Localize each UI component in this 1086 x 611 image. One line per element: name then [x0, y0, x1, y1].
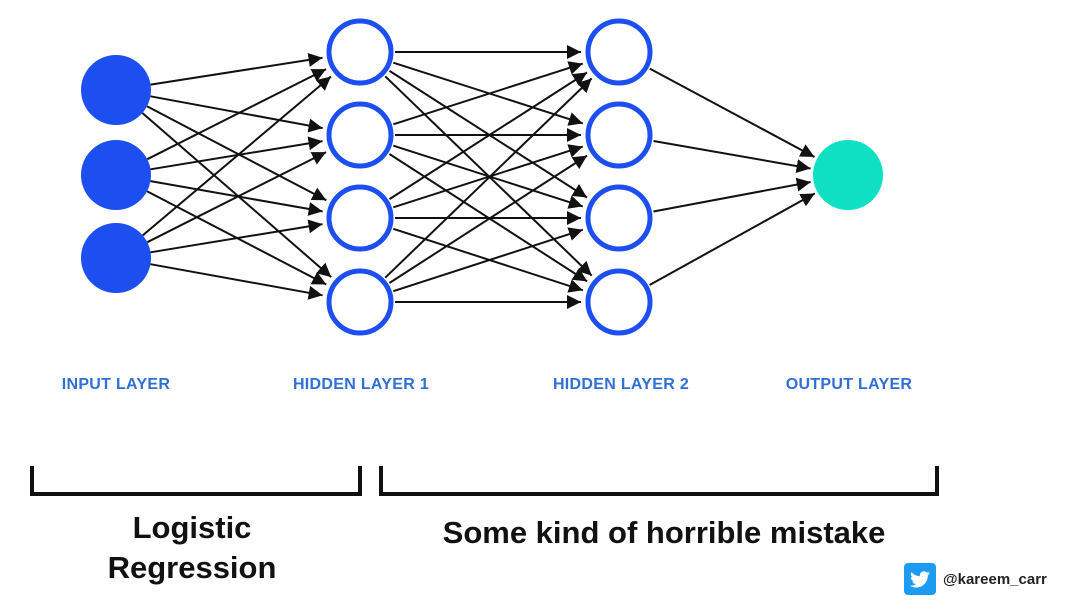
logistic-regression-bracket [30, 466, 362, 496]
hidden-layer-1-label: HIDDEN LAYER 1 [292, 376, 430, 393]
hidden-layer-2-label: HIDDEN LAYER 2 [552, 376, 690, 393]
edge-input-3-to-hidden1-1 [142, 75, 332, 237]
caption-line-1: Logistic [132, 510, 252, 545]
horrible-mistake-caption: Some kind of horrible mistake [442, 515, 886, 550]
hidden2-node-3 [585, 184, 653, 252]
edge-input-1-to-hidden1-3 [146, 105, 327, 202]
edge-hidden1-4-to-hidden2-2 [388, 154, 588, 284]
watermark: @kareem_carr [904, 563, 1047, 595]
edge-hidden1-2-to-hidden2-1 [392, 61, 584, 126]
output-layer-label: OUTPUT LAYER [785, 376, 913, 393]
edge-input-2-to-hidden1-1 [146, 68, 327, 161]
hidden1-node-4 [326, 268, 394, 336]
input-node-3 [81, 223, 151, 293]
output-node-1 [813, 140, 883, 210]
edge-hidden2-1-to-output-1 [649, 67, 815, 158]
edge-hidden1-4-to-hidden2-3 [392, 227, 584, 293]
edge-input-3-to-hidden1-4 [150, 263, 323, 300]
edge-hidden2-4-to-output-1 [649, 192, 816, 286]
caption-line-2: Regression [107, 550, 277, 585]
twitter-handle: @kareem_carr [943, 570, 1047, 588]
hidden1-node-2 [326, 101, 394, 169]
edge-hidden2-2-to-output-1 [653, 140, 811, 173]
edge-input-1-to-hidden1-4 [141, 112, 332, 278]
network-nodes [81, 18, 883, 336]
input-node-1 [81, 55, 151, 125]
edge-hidden1-4-to-hidden2-1 [384, 77, 593, 279]
input-layer-label: INPUT LAYER [61, 376, 171, 393]
edge-input-1-to-hidden1-2 [150, 95, 323, 133]
horrible-mistake-bracket [379, 466, 939, 496]
hidden1-node-3 [326, 184, 394, 252]
edge-input-3-to-hidden1-2 [146, 151, 327, 244]
logistic-regression-caption: Logistic Regression [62, 508, 322, 588]
connection-edges [141, 45, 816, 309]
edge-hidden1-3-to-hidden2-1 [388, 71, 588, 200]
edge-hidden2-3-to-output-1 [653, 177, 811, 213]
edge-input-1-to-hidden1-1 [150, 53, 323, 86]
hidden2-node-4 [585, 268, 653, 336]
edge-input-3-to-hidden1-3 [150, 219, 323, 254]
input-node-2 [81, 140, 151, 210]
hidden2-node-1 [585, 18, 653, 86]
hidden2-node-2 [585, 101, 653, 169]
hidden1-node-1 [326, 18, 394, 86]
edge-hidden1-3-to-hidden2-2 [392, 144, 584, 209]
twitter-bird-icon [904, 563, 936, 595]
